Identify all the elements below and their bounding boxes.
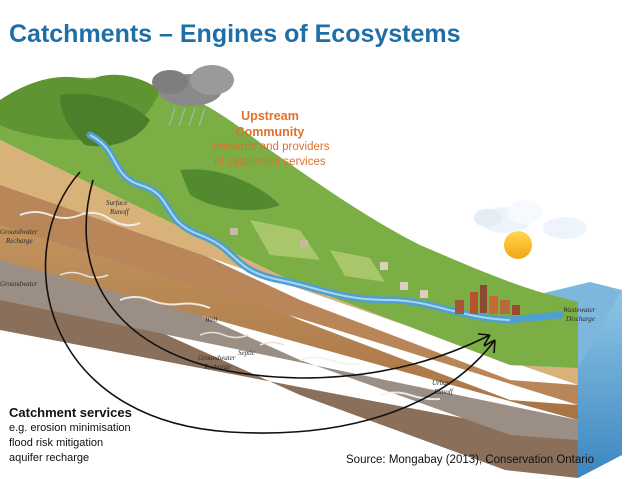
source-citation: Source: Mongabay (2013), Conservation On… [346, 454, 595, 466]
fields [250, 220, 385, 282]
label-well: Well [205, 316, 217, 324]
forest-mid [180, 169, 280, 211]
soil-layer-bottom [0, 260, 578, 478]
label-wastewater-1: Wastewater [563, 306, 596, 314]
forest-upstream [60, 93, 150, 147]
slide-title: Catchments – Engines of Ecosystems [9, 20, 461, 48]
label-gw-recharge-2: Recharge [5, 237, 33, 245]
fair-cloud [474, 200, 587, 239]
town-buildings [230, 228, 520, 315]
services-item: aquifer recharge [9, 452, 90, 464]
services-item: e.g. erosion minimisation [9, 422, 131, 434]
label-gw-recharge-1: Groundwater [0, 228, 38, 236]
upstream-heading-1: Upstream [241, 109, 299, 123]
upstream-community-callout: Upstream Community stewards and provider… [200, 108, 340, 170]
label-wastewater-2: Discharge [565, 315, 595, 323]
service-arrow-outer-head [483, 339, 496, 354]
groundwater-flow [19, 211, 441, 401]
services-item: flood risk mitigation [9, 437, 104, 449]
upstream-heading-2: Community [235, 125, 305, 139]
river-highlight [89, 134, 511, 321]
label-surface-runoff-1: Surface [106, 199, 127, 207]
label-gw-recharge-mid-1: Groundwater [198, 354, 236, 362]
label-groundwater: Groundwater [0, 280, 38, 288]
aquifer-streaks [59, 271, 285, 346]
sun-icon [504, 231, 532, 259]
upstream-sub-1: stewards and providers [210, 141, 330, 153]
label-gw-recharge-mid-2: Recharge [203, 363, 231, 371]
services-heading: Catchment services [9, 405, 132, 420]
landscape-top [0, 77, 578, 369]
label-surface-runoff-2: Runoff [109, 208, 130, 216]
service-arrow-inner [85, 179, 491, 379]
label-urban-runoff-1: Urban [432, 379, 451, 387]
label-septic: Septic [238, 349, 256, 357]
soil-layer-grey [0, 225, 578, 440]
upstream-sub-2: of catchment services [214, 156, 326, 168]
catchment-services-callout: Catchment services e.g. erosion minimisa… [9, 404, 132, 466]
label-urban-runoff-2: Runoff [433, 388, 454, 396]
storm-cloud [152, 65, 234, 127]
service-arrow-outer [44, 171, 496, 434]
service-arrow-inner-head [477, 333, 491, 346]
